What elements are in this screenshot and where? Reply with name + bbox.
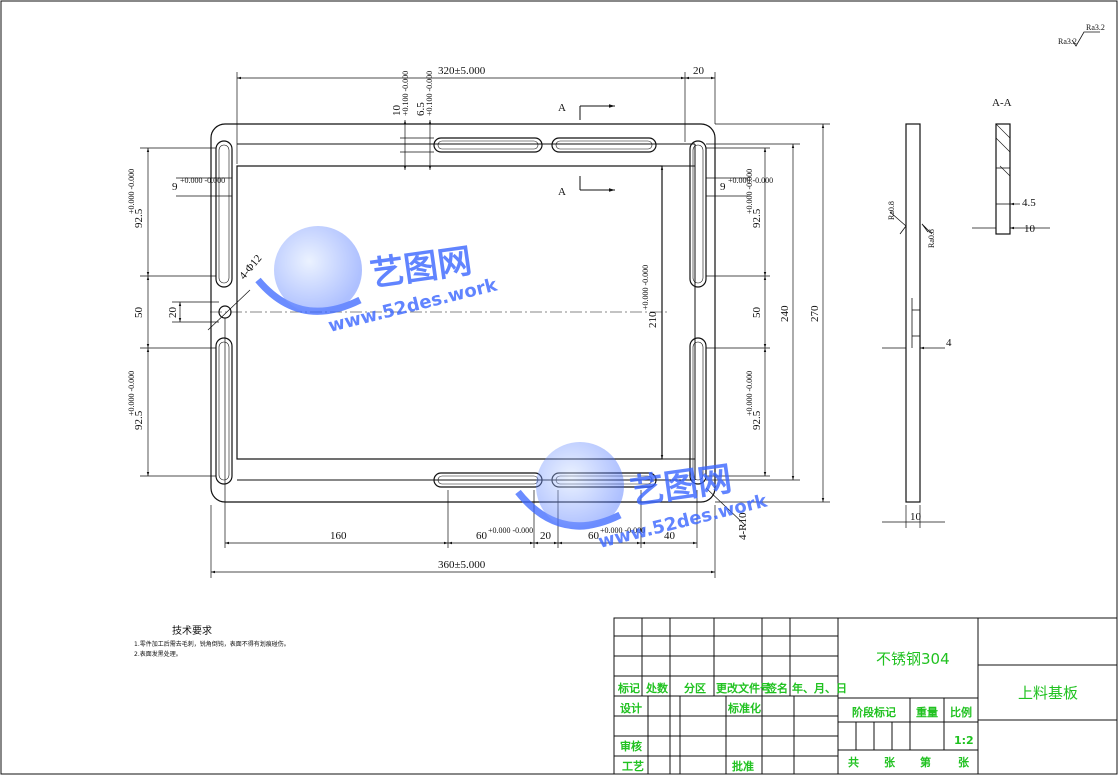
tb-review: 审核 xyxy=(620,739,642,753)
tb-approve: 批准 xyxy=(732,759,754,773)
dim-left-upper-tol: +0.000 -0.000 xyxy=(127,169,136,214)
dim-height-270: 270 xyxy=(809,305,821,322)
dim-inner-height-tol: +0.000 -0.000 xyxy=(641,265,650,310)
dim-right-lower-tol: +0.000 -0.000 xyxy=(745,371,754,416)
dim-right-upper-tol: +0.000 -0.000 xyxy=(745,169,754,214)
section-a-bottom: A xyxy=(558,186,566,198)
tb-col-doc: 更改文件号 xyxy=(716,681,771,695)
section-view-title: A-A xyxy=(992,97,1012,109)
title-material: 不锈钢304 xyxy=(876,650,950,668)
dim-corner-callout: 4-R10 xyxy=(737,512,749,540)
section-view-aa xyxy=(972,123,1050,235)
dimension-lines xyxy=(140,72,830,578)
dim-inner-height: 210 xyxy=(647,311,659,328)
tb-col-count: 处数 xyxy=(645,681,669,695)
tb-design: 设计 xyxy=(620,701,642,715)
dim-bottom-slot-a: 60 xyxy=(476,530,488,542)
tb-col-date: 年、月、日 xyxy=(792,681,847,695)
dim-right-upper: 92.5 xyxy=(751,208,763,228)
side-view xyxy=(882,123,945,528)
dim-bottom-20: 20 xyxy=(540,530,552,542)
title-part-name: 上料基板 xyxy=(1018,684,1078,702)
tb-col-mark: 标记 xyxy=(617,681,640,695)
dim-hole-callout: 4-Φ12 xyxy=(237,253,264,282)
dim-bottom-slot-a-tol: +0.000 -0.000 xyxy=(488,526,533,535)
tb-col-sign: 签名 xyxy=(765,681,788,695)
dim-overall-width: 360±5.000 xyxy=(438,559,486,571)
section-a-top: A xyxy=(558,102,566,114)
dim-slot-width-left: 9 xyxy=(172,181,178,193)
side-roughness-2: Ra0.8 xyxy=(927,229,936,248)
tb-page: 第 xyxy=(920,755,931,769)
roughness-prefix: Ra3.2 xyxy=(1058,37,1077,46)
tb-total: 共 xyxy=(848,755,859,769)
tb-process: 工艺 xyxy=(622,759,644,773)
dim-top-right: 20 xyxy=(693,65,705,77)
watermark-1 xyxy=(255,226,362,315)
globe-icon-2 xyxy=(536,442,624,530)
slot-top-left xyxy=(433,137,543,153)
tb-stage-mark: 阶段标记 xyxy=(852,705,896,719)
dim-slot-top-a: 10 xyxy=(391,105,403,117)
plate-front-view xyxy=(210,123,716,503)
watermark-2 xyxy=(515,442,624,530)
dim-slot-width-right: 9 xyxy=(720,181,726,193)
tech-req-line-2: 2.表面发黑处理。 xyxy=(134,650,182,658)
tech-req-title: 技术要求 xyxy=(172,624,212,637)
dim-height-240: 240 xyxy=(779,305,791,322)
dim-slot-width-right-tol: +0.000 -0.000 xyxy=(728,176,773,185)
dim-slot-top-b: 6.5 xyxy=(415,102,427,116)
dim-bottom-slot-b: 60 xyxy=(588,530,600,542)
section-markers xyxy=(579,104,615,192)
tech-req-line-1: 1.零件加工后需去毛刺，锐角倒钝，表面不得有划痕碰伤。 xyxy=(134,640,290,648)
dim-left-mid: 50 xyxy=(133,307,145,319)
dim-slot-top-a-tol: +0.100 -0.000 xyxy=(401,71,410,116)
dim-right-mid: 50 xyxy=(751,307,763,319)
slot-right-upper xyxy=(689,140,707,288)
slot-left-upper xyxy=(215,140,233,288)
tb-standardize: 标准化 xyxy=(727,701,761,715)
dim-top-width: 320±5.000 xyxy=(438,65,486,77)
tb-sheets: 张 xyxy=(884,755,896,769)
dim-left-hole: 20 xyxy=(167,307,179,319)
dim-slot-width-left-tol: +0.000 -0.000 xyxy=(180,176,225,185)
section-dim-4-5: 4.5 xyxy=(1022,197,1036,209)
title-block xyxy=(613,617,1118,775)
slots xyxy=(215,137,707,488)
tb-scale-label: 比例 xyxy=(950,705,972,719)
tb-col-zone: 分区 xyxy=(684,681,706,695)
tb-sheet-end: 张 xyxy=(958,755,970,769)
slot-left-lower xyxy=(215,337,233,485)
roughness-value: Ra3.2 xyxy=(1086,23,1105,32)
dim-bottom-160: 160 xyxy=(330,530,347,542)
dim-slot-top-b-tol: +0.100 -0.000 xyxy=(425,71,434,116)
side-roughness-1: Ra0.8 xyxy=(887,201,896,220)
tb-weight: 重量 xyxy=(916,705,938,719)
dim-right-lower: 92.5 xyxy=(751,410,763,430)
plate-outline xyxy=(210,123,716,503)
dim-left-lower-tol: +0.000 -0.000 xyxy=(127,371,136,416)
side-thickness: 10 xyxy=(910,511,922,523)
roughness-symbol-main xyxy=(1071,31,1100,47)
dim-left-lower: 92.5 xyxy=(133,410,145,430)
slot-top-right xyxy=(551,137,657,153)
side-dim-4: 4 xyxy=(946,337,952,349)
dim-bottom-40: 40 xyxy=(664,530,676,542)
dim-left-upper: 92.5 xyxy=(133,208,145,228)
dim-bottom-slot-b-tol: +0.000 -0.000 xyxy=(600,526,645,535)
slot-right-lower xyxy=(689,337,707,485)
globe-icon xyxy=(274,226,362,314)
section-dim-10: 10 xyxy=(1024,223,1036,235)
tb-scale-value: 1:2 xyxy=(954,734,974,747)
